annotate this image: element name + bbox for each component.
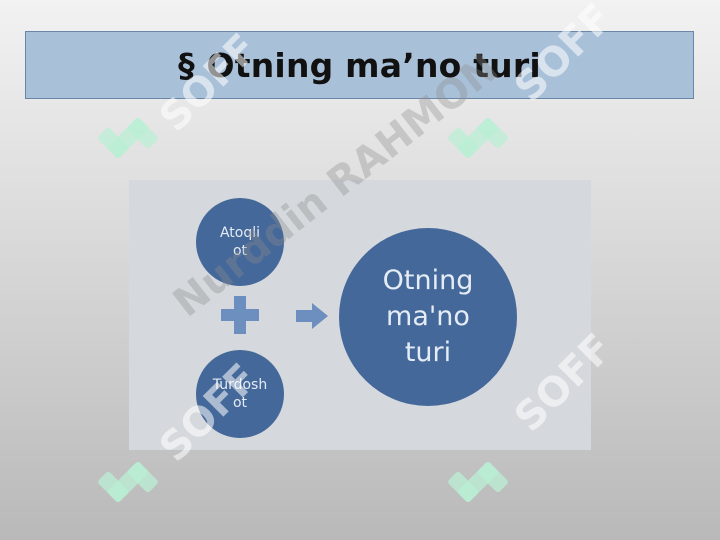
slide-title: § Otning ma’no turi bbox=[178, 45, 541, 85]
circle-label-line: Otning bbox=[382, 265, 474, 296]
title-bar: § Otning ma’no turi bbox=[25, 31, 694, 99]
circle-label-line: ot bbox=[232, 395, 248, 411]
circle-label-line: ma'no bbox=[386, 301, 470, 332]
diagram-panel: Atoqli ot Turdosh ot Otning ma'no turi bbox=[129, 180, 591, 450]
circle-label-line: Atoqli bbox=[219, 225, 261, 241]
circle-otning-mano-turi: Otning ma'no turi bbox=[339, 228, 517, 406]
circle-label-line: Turdosh bbox=[212, 377, 268, 393]
right-arrow-icon bbox=[296, 303, 328, 329]
circle-turdosh-ot: Turdosh ot bbox=[196, 350, 284, 438]
circle-atoqli-ot: Atoqli ot bbox=[196, 198, 284, 286]
circle-label-line: ot bbox=[232, 243, 248, 259]
circle-label-line: turi bbox=[404, 337, 452, 368]
plus-icon bbox=[221, 296, 259, 334]
